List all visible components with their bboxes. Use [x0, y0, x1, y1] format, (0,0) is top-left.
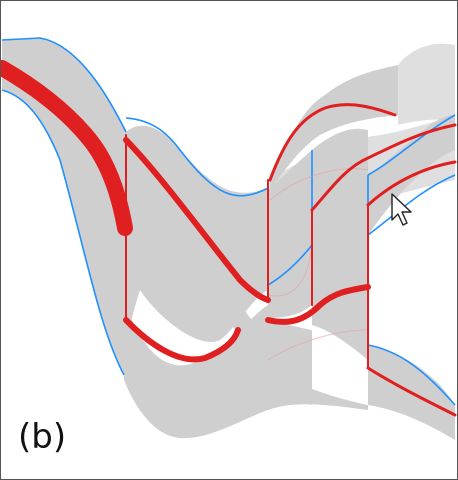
red-path-center [310, 123, 457, 212]
red-path-mid [265, 284, 371, 325]
panel-label: (b) [18, 417, 67, 457]
red-thick-path [0, 60, 133, 236]
red-path-lower-left [123, 317, 241, 363]
red-path-upper [123, 137, 271, 303]
edge-right-2 [367, 114, 456, 176]
mouse-pointer-icon [391, 193, 412, 226]
band-upper-mid [270, 65, 398, 190]
edge-mid-lower [267, 244, 313, 286]
faint-line-3 [269, 168, 369, 201]
band-lower-left [124, 300, 268, 439]
edge-upper-right-of-left [125, 117, 269, 197]
red-path-upper-mid [268, 103, 397, 182]
edge-left-lower [1, 89, 125, 376]
band-center-1 [268, 150, 312, 318]
faint-line-2 [267, 329, 369, 361]
edge-bottom-right [367, 344, 456, 406]
red-paths [0, 60, 457, 417]
faint-connectors [267, 168, 369, 361]
edge-top-left [1, 37, 127, 133]
band-bottom-mid [268, 370, 368, 410]
band-middle [126, 135, 268, 370]
red-path-right [366, 160, 457, 207]
red-path-bottom-right [366, 366, 457, 417]
band-top-right-faint [398, 43, 455, 125]
edge-right-3 [367, 174, 456, 236]
faint-line-1 [267, 239, 313, 297]
